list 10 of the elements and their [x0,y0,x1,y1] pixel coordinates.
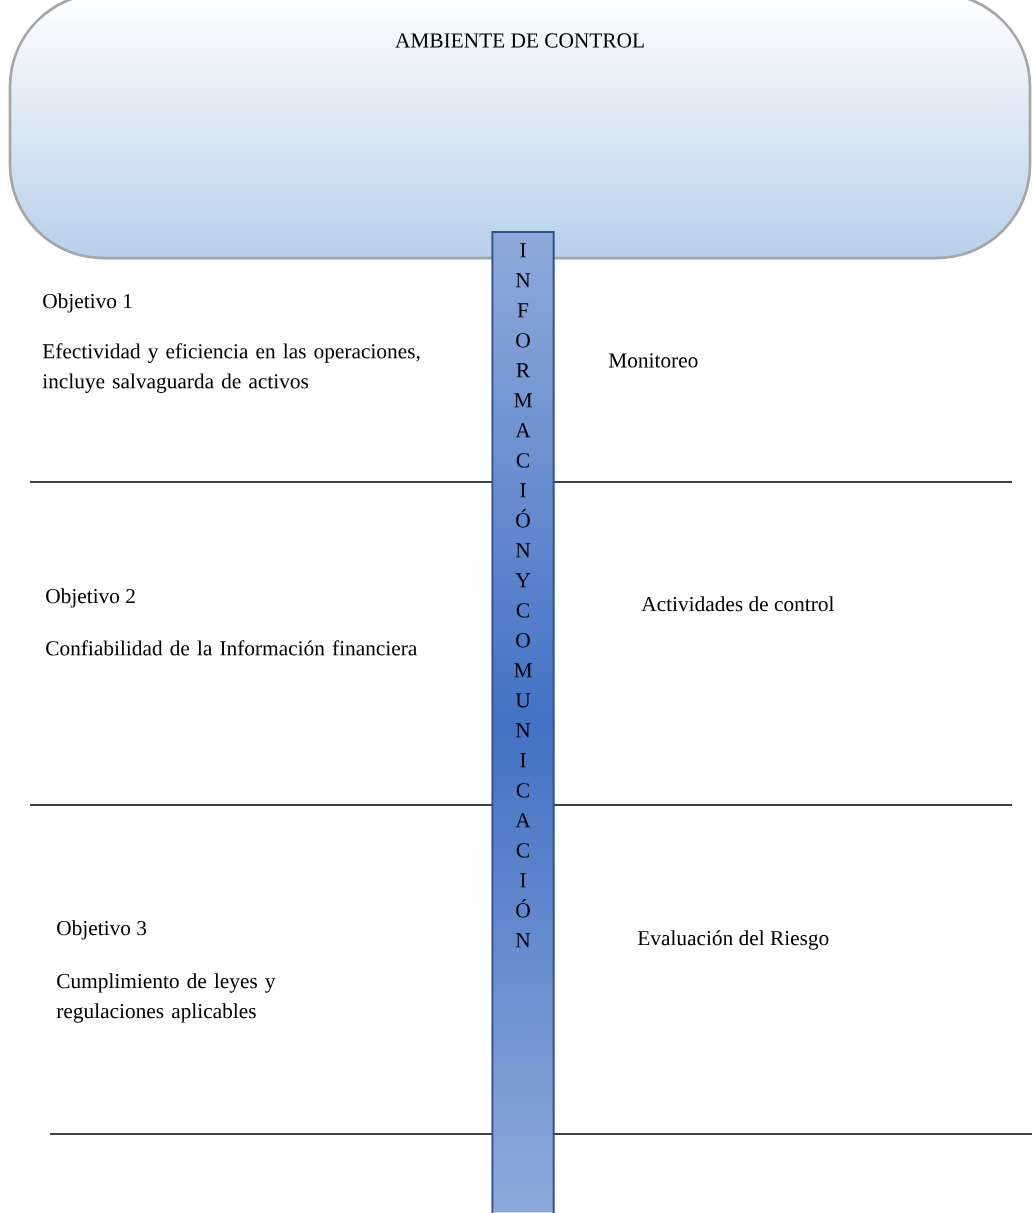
description-text: Cumplimiento de leyes y regulaciones aplicables [56,973,276,1023]
vertical-bar: INFORMACIÓN Y COMUNICACIÓN [491,231,555,1213]
label-text: Actividades de control [641,596,834,612]
description-text: Efectividad y eficiencia en las operaciones, incluye salvaguarda de activos [42,343,420,393]
description-text: Confiabilidad de la Información financiera [46,640,418,656]
heading-text: Objetivo 1 [43,293,132,313]
label-text: Monitoreo [608,353,698,368]
heading-text: Objetivo 2 [46,588,135,608]
label-text: Evaluación del Riesgo [637,930,829,950]
heading-text: Objetivo 3 [57,920,147,940]
